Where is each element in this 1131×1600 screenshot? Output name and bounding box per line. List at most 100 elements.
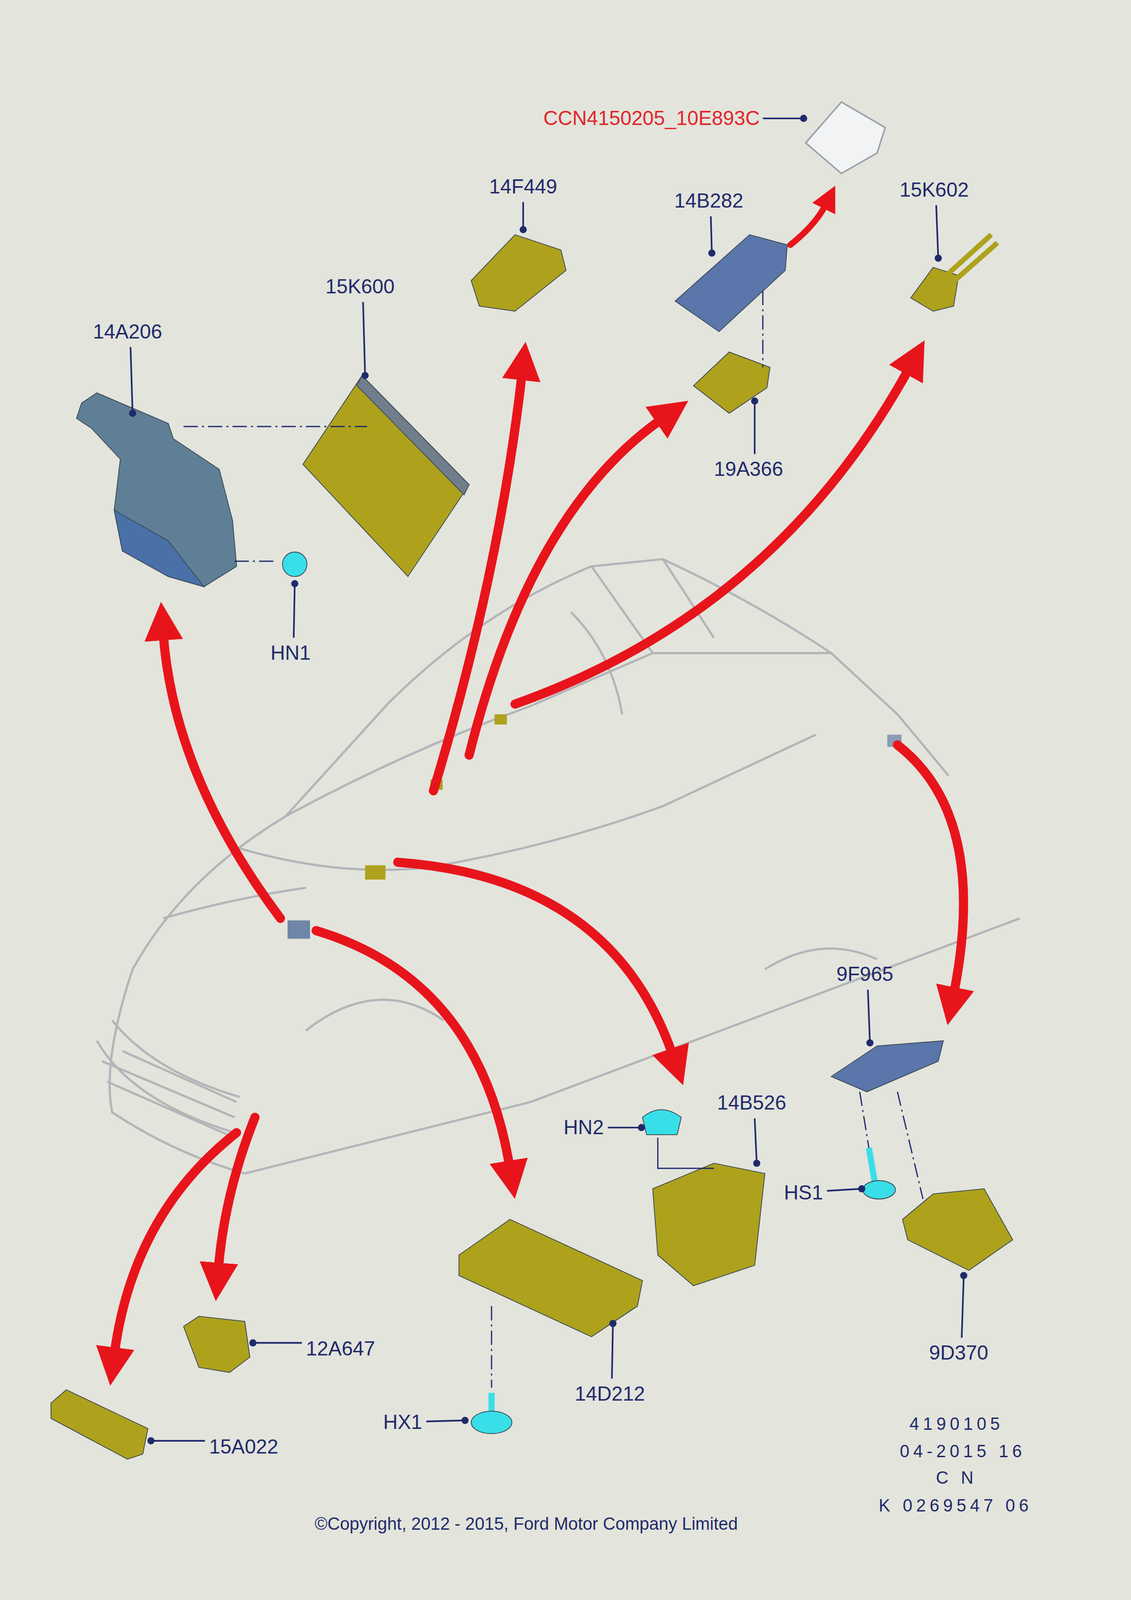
leader-dot xyxy=(799,114,808,123)
clip xyxy=(282,551,307,577)
assembly-line xyxy=(762,290,764,368)
part-number: 14B526 xyxy=(716,1091,787,1114)
module xyxy=(458,1219,643,1337)
leader-dot xyxy=(290,580,299,588)
leader-dot xyxy=(866,1038,874,1047)
reference-code: C N xyxy=(935,1468,978,1488)
leader-line xyxy=(612,1322,613,1379)
pillar xyxy=(285,559,714,817)
pin-head xyxy=(471,1410,512,1433)
assembly-line xyxy=(897,1091,924,1199)
roof-line xyxy=(387,559,832,705)
module xyxy=(693,352,771,414)
assembly-line xyxy=(234,560,278,562)
part-number: 15A022 xyxy=(208,1435,279,1458)
bracket xyxy=(831,1040,944,1092)
reference-code: K 0269547 06 xyxy=(878,1495,1033,1515)
reference-code: 4190105 xyxy=(909,1414,1004,1434)
module-edge xyxy=(357,375,470,495)
leader-dot xyxy=(959,1271,968,1279)
assembly-line xyxy=(183,290,924,1387)
leader-dot xyxy=(361,371,369,379)
leader-dot xyxy=(129,409,137,417)
leader-dot xyxy=(147,1436,155,1444)
leader-dot xyxy=(858,1184,866,1193)
leader-line xyxy=(150,1439,206,1442)
part-number: 9D370 xyxy=(928,1341,989,1364)
leader-dot xyxy=(461,1416,469,1424)
clip xyxy=(642,1109,682,1135)
leader-line xyxy=(936,205,939,259)
leader-dot xyxy=(519,225,527,234)
location-arrow xyxy=(397,861,674,1056)
leader-line xyxy=(867,989,870,1043)
installed-part xyxy=(494,714,508,725)
module xyxy=(302,375,470,577)
grille xyxy=(102,1050,237,1138)
leader-line xyxy=(754,1117,757,1163)
leader-line xyxy=(961,1275,964,1338)
location-arrow xyxy=(469,418,664,755)
connector-pins xyxy=(948,234,998,281)
bracket-face xyxy=(114,509,204,587)
module xyxy=(471,234,566,312)
leader-line xyxy=(253,1341,302,1344)
module xyxy=(652,1162,765,1286)
part-number: HN2 xyxy=(563,1115,604,1138)
leader-line xyxy=(363,301,365,376)
sill-line xyxy=(244,918,1021,1173)
location-arrow xyxy=(790,203,826,245)
superseded-part-number: CCN4150205_10E893C xyxy=(543,107,760,130)
location-arrow xyxy=(316,930,510,1168)
assembly-line xyxy=(183,425,368,428)
leader-dot xyxy=(638,1123,646,1131)
assembly-line xyxy=(657,1137,714,1168)
leader-dot xyxy=(609,1319,617,1327)
installed-part xyxy=(365,865,386,880)
leader-dot xyxy=(934,254,943,262)
leader-dot xyxy=(751,397,759,405)
part-number: 14F449 xyxy=(489,175,558,198)
superseded-part xyxy=(805,102,886,174)
part-number: 9F965 xyxy=(836,962,894,985)
part-number: HN1 xyxy=(270,641,311,664)
part-number: 14A206 xyxy=(93,320,163,343)
part-number: 12A647 xyxy=(306,1337,376,1360)
module xyxy=(183,1315,250,1372)
bracket xyxy=(76,392,237,587)
location-arrow xyxy=(114,203,964,1355)
assembly-line xyxy=(859,1091,869,1148)
part-number: HX1 xyxy=(383,1410,423,1433)
copyright-caption: ©Copyright, 2012 - 2015, Ford Motor Comp… xyxy=(314,1514,738,1534)
part-number: 14D212 xyxy=(574,1382,645,1405)
location-arrow xyxy=(163,632,281,919)
car-outline xyxy=(96,559,1020,1173)
bumper xyxy=(96,1020,240,1133)
shoulder-line xyxy=(234,734,816,870)
leader-line xyxy=(753,400,756,454)
location-arrow xyxy=(897,744,964,995)
screw-head xyxy=(862,1180,896,1199)
side-window xyxy=(652,652,949,775)
location-arrow xyxy=(514,367,910,704)
leader-line xyxy=(710,216,712,254)
part-number: 19A366 xyxy=(714,457,784,480)
leader-line xyxy=(293,583,295,638)
body-line xyxy=(163,612,623,919)
part-drawings xyxy=(51,102,1013,1459)
part-number: 15K600 xyxy=(325,275,395,298)
leader-line xyxy=(426,1419,466,1421)
installed-part xyxy=(287,714,902,939)
leader-dot xyxy=(249,1338,257,1347)
leader-dot xyxy=(129,114,968,1444)
assembly-line xyxy=(491,1305,493,1388)
leader-line xyxy=(827,1188,862,1191)
leader-line xyxy=(762,117,804,120)
leader-dot xyxy=(708,249,716,257)
leader-line xyxy=(607,1126,642,1129)
sensor xyxy=(51,1389,148,1459)
leader-line xyxy=(130,346,133,413)
screw xyxy=(868,1147,875,1183)
part-number: HS1 xyxy=(783,1181,824,1204)
leader-line xyxy=(130,118,964,1441)
